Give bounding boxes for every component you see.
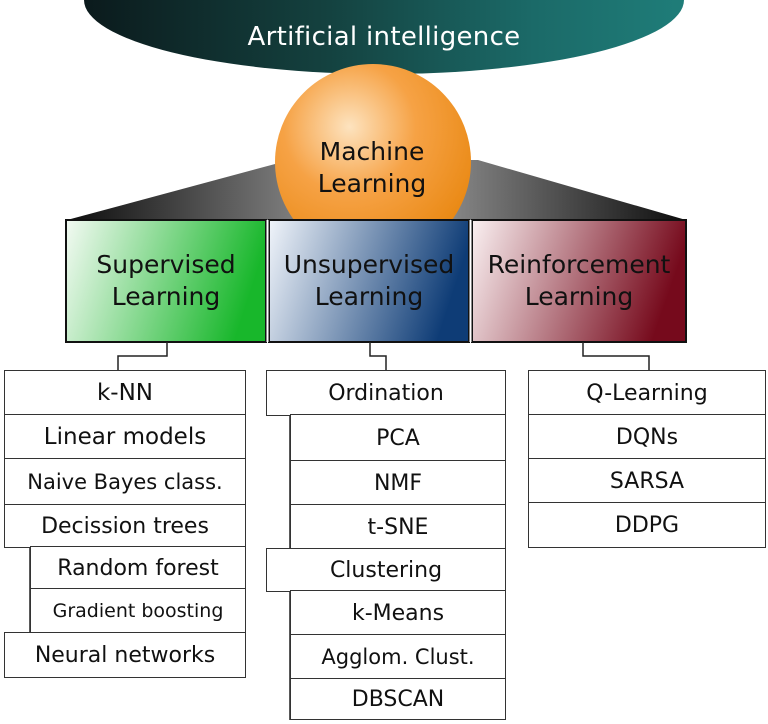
list-item-linear-models: Linear models — [4, 414, 246, 460]
supervised-line2: Learning — [111, 282, 221, 311]
list-item-random-forest: Random forest — [30, 546, 246, 590]
list-item-gradient-boosting: Gradient boosting — [30, 588, 246, 634]
list-item-neural-networks: Neural networks — [4, 632, 246, 678]
list-item-naive-bayes: Naive Bayes class. — [4, 458, 246, 506]
list-item-sarsa: SARSA — [528, 458, 766, 504]
list-item-tsne: t-SNE — [290, 504, 506, 550]
reinforcement-learning-label: Reinforcement Learning — [472, 222, 686, 340]
supervised-line1: Supervised — [96, 250, 236, 279]
reinforcement-panel — [471, 219, 687, 343]
unsupervised-panel — [268, 219, 470, 343]
list-item-q-learning: Q-Learning — [528, 370, 766, 416]
unsupervised-learning-label: Unsupervised Learning — [269, 222, 469, 340]
list-item-decision-trees: Decission trees — [4, 504, 246, 548]
unsupervised-line2: Learning — [314, 282, 424, 311]
ml-line2: Learning — [317, 169, 427, 198]
supervised-learning-label: Supervised Learning — [66, 222, 266, 340]
list-item-kmeans: k-Means — [290, 590, 506, 636]
machine-learning-label: Machine Learning — [292, 136, 452, 200]
list-item-dqns: DQNs — [528, 414, 766, 460]
list-item-ordination: Ordination — [266, 370, 506, 416]
list-item-nmf: NMF — [290, 460, 506, 506]
list-item-clustering: Clustering — [266, 548, 506, 592]
artificial-intelligence-label: Artificial intelligence — [247, 22, 521, 52]
list-item-ddpg: DDPG — [528, 502, 766, 548]
list-item-agglom-clust: Agglom. Clust. — [290, 634, 506, 680]
ml-line1: Machine — [319, 137, 425, 166]
machine-learning-sphere — [275, 64, 471, 260]
list-item-dbscan: DBSCAN — [290, 678, 506, 720]
supervised-panel — [65, 219, 267, 343]
reinforcement-line2: Learning — [524, 282, 634, 311]
unsupervised-line1: Unsupervised — [283, 250, 455, 279]
list-item-knn: k-NN — [4, 370, 246, 416]
reinforcement-line1: Reinforcement — [487, 250, 671, 279]
list-item-pca: PCA — [290, 414, 506, 462]
